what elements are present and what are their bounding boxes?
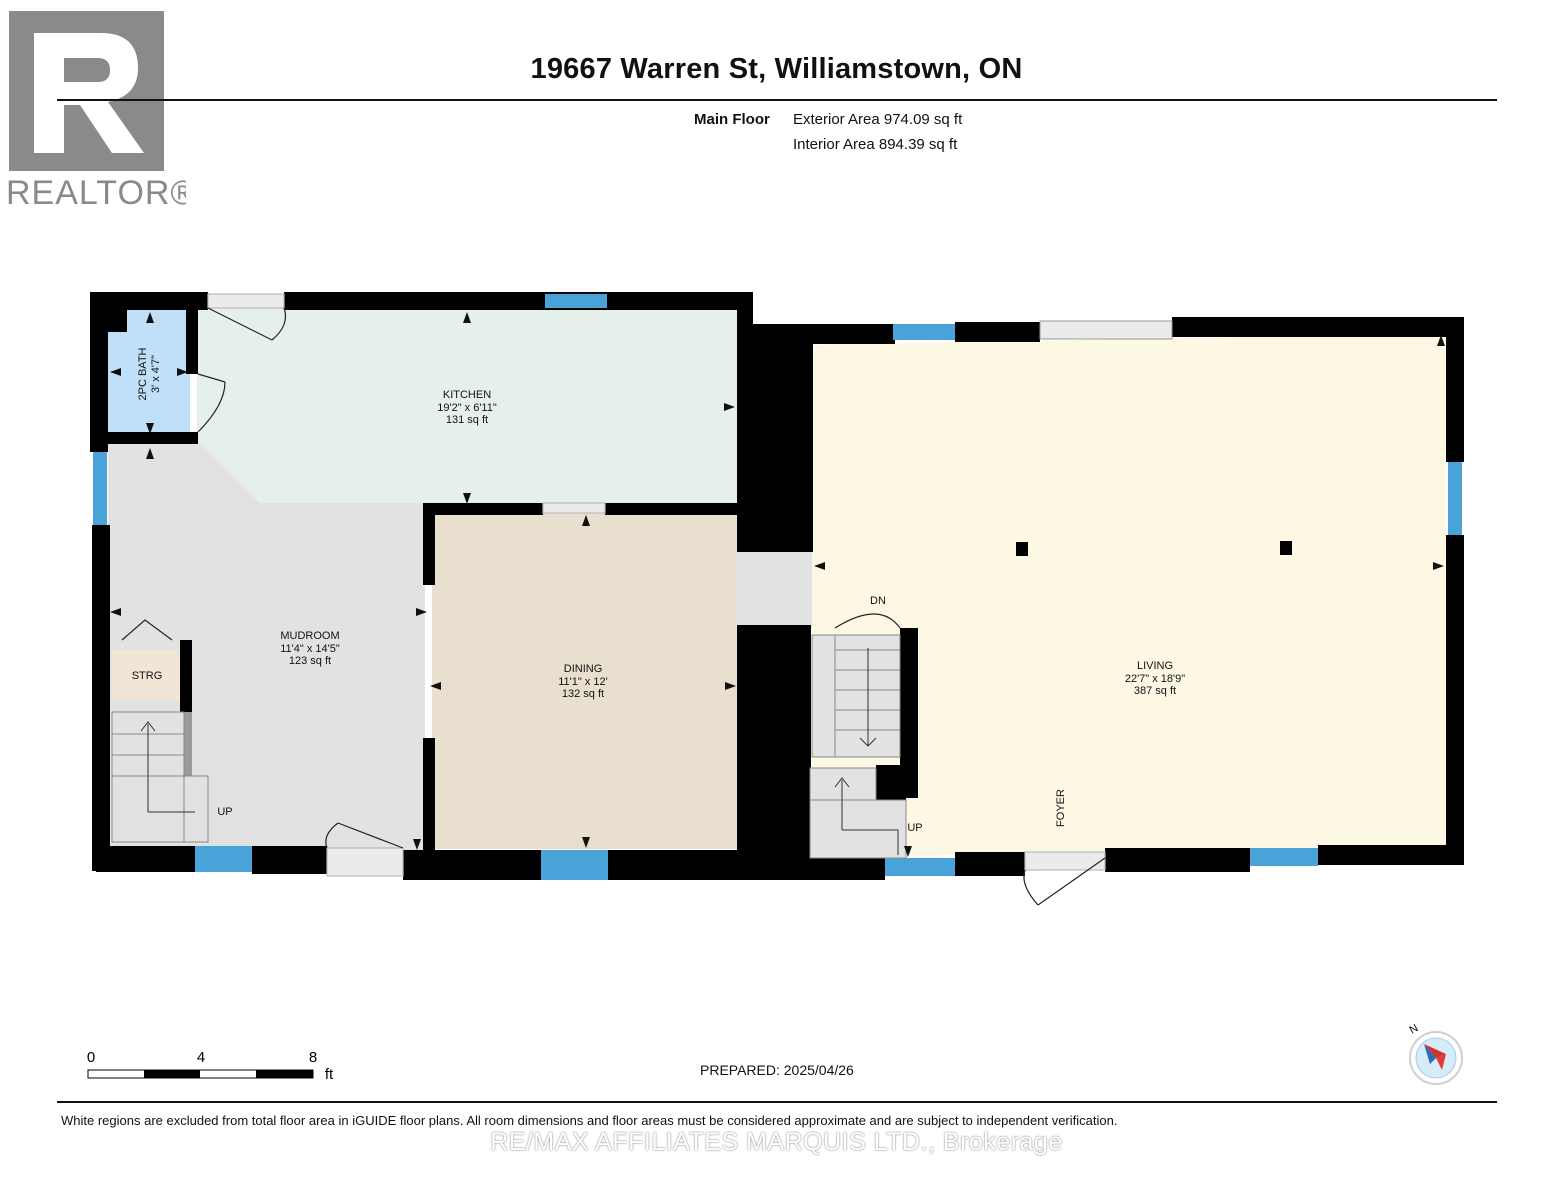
- stairs-up-left-label: UP: [217, 806, 232, 818]
- footer-divider: [57, 1101, 1497, 1103]
- passage-area: [737, 550, 812, 628]
- compass-label: N: [1408, 1022, 1421, 1036]
- realtor-logo: REALTOR®: [6, 11, 186, 212]
- scale-unit: ft: [325, 1066, 334, 1083]
- stairs-left: [111, 711, 209, 843]
- walls: [90, 292, 1464, 880]
- stairs-up-right-label: UP: [907, 822, 922, 834]
- disclaimer: White regions are excluded from total fl…: [61, 1113, 1118, 1128]
- dining-name: DINING: [564, 663, 603, 675]
- living-dims: 22'7" x 18'9": [1125, 673, 1185, 685]
- stairs-down: [811, 634, 901, 758]
- header-divider: [57, 99, 1497, 101]
- kitchen-dims: 19'2" x 6'11": [437, 402, 497, 414]
- prepared-date: PREPARED: 2025/04/26: [700, 1062, 854, 1078]
- mudroom-dims: 11'4" x 14'5": [280, 643, 340, 655]
- interior-area: Interior Area 894.39 sq ft: [793, 136, 958, 153]
- scale-bar: 0 4 8 ft: [87, 1049, 334, 1083]
- scale-tick-8: 8: [309, 1049, 317, 1066]
- kitchen-name: KITCHEN: [443, 389, 491, 401]
- dining-area-text: 132 sq ft: [562, 688, 604, 700]
- windows: [93, 294, 1462, 880]
- dimension-markers: [110, 312, 1445, 857]
- stairs-right: [809, 767, 907, 859]
- scale-tick-0: 0: [87, 1049, 95, 1066]
- bath-dims: 3' x 4'7": [150, 355, 162, 393]
- stairs-down-label: DN: [870, 595, 886, 607]
- logo-text: REALTOR®: [6, 174, 186, 212]
- brokerage-watermark: RE/MAX AFFILIATES MARQUIS LTD., Brokerag…: [490, 1128, 1063, 1156]
- mudroom-area-text: 123 sq ft: [289, 655, 331, 667]
- kitchen-area-text: 131 sq ft: [446, 414, 488, 426]
- kitchen-area: [197, 308, 737, 503]
- mudroom-name: MUDROOM: [280, 630, 339, 642]
- doors: [121, 293, 1106, 906]
- dining-dims: 11'1" x 12': [558, 676, 608, 688]
- floor-label: Main Floor: [694, 111, 770, 128]
- living-area-text: 387 sq ft: [1134, 685, 1176, 697]
- page-title: 19667 Warren St, Williamstown, ON: [530, 53, 1023, 85]
- storage-name: STRG: [132, 670, 163, 682]
- foyer-name: FOYER: [1055, 789, 1067, 827]
- dining-area: [432, 513, 738, 849]
- compass-icon: N: [1408, 1022, 1463, 1085]
- bath-name: 2PC BATH: [137, 347, 149, 400]
- scale-tick-4: 4: [197, 1049, 205, 1066]
- storage-area: [112, 650, 182, 700]
- living-name: LIVING: [1137, 660, 1173, 672]
- living-area: [812, 333, 1446, 858]
- exterior-area: Exterior Area 974.09 sq ft: [793, 111, 963, 128]
